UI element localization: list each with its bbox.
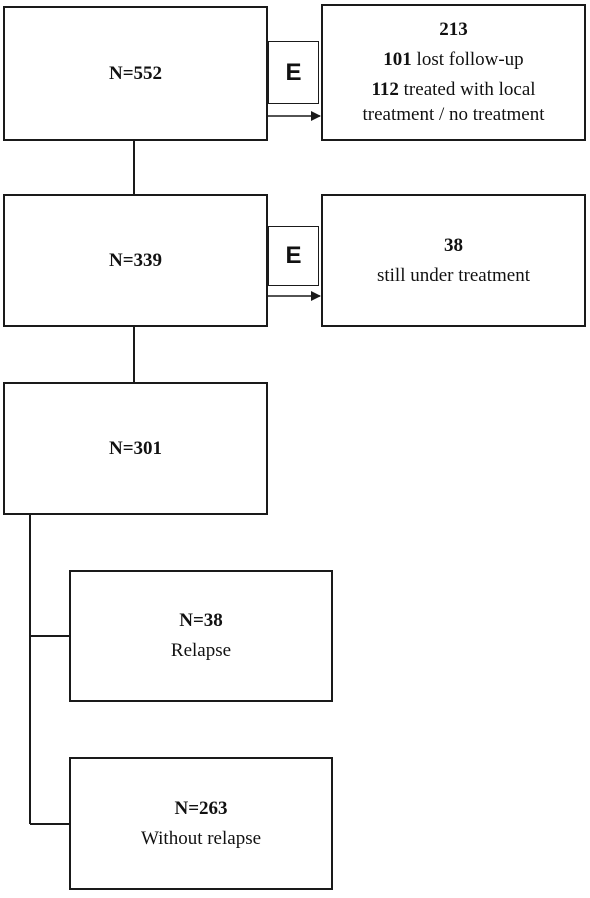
exclusion-2-text: still under treatment bbox=[376, 264, 530, 286]
exclusion-marker-1-label: E bbox=[285, 58, 302, 86]
exclusion-box-2: 38 still under treatment bbox=[321, 194, 586, 327]
outcome-no-relapse-box: N=263 Without relapse bbox=[69, 757, 333, 890]
exclusion-2-count: 38 bbox=[444, 234, 463, 256]
exclusion-1-local-text-2: treatment / no treatment bbox=[362, 104, 545, 126]
box-total-patients: N=552 bbox=[3, 6, 268, 141]
outcome-relapse-label: N=38 bbox=[179, 610, 223, 632]
outcome-relapse-box: N=38 Relapse bbox=[69, 570, 333, 702]
exclusion-1-local-count: 112 bbox=[371, 78, 399, 100]
exclusion-marker-2-label: E bbox=[285, 242, 302, 269]
box-339-label: N=339 bbox=[108, 249, 163, 271]
exclusion-marker-2: E bbox=[268, 226, 319, 286]
exclusion-1-lost-line: 101 lost follow-up bbox=[383, 47, 523, 73]
exclusion-marker-1: E bbox=[268, 41, 319, 104]
box-301-label: N=301 bbox=[108, 437, 163, 459]
outcome-relapse-text: Relapse bbox=[170, 640, 232, 661]
exclusion-1-total: 213 bbox=[439, 19, 468, 41]
exclusion-1-lost-text: lost follow-up bbox=[416, 48, 524, 70]
box-after-first-exclusion: N=339 bbox=[3, 194, 268, 327]
box-total-label: N=552 bbox=[108, 62, 163, 84]
outcome-no-relapse-label: N=263 bbox=[174, 797, 228, 819]
exclusion-box-1: 213 101 lost follow-up 112 treated with … bbox=[321, 4, 586, 141]
exclusion-1-local-text-1: treated with local bbox=[403, 78, 536, 100]
exclusion-1-local-line: 112 treated with local bbox=[371, 77, 535, 103]
box-analyzed: N=301 bbox=[3, 382, 268, 515]
exclusion-1-lost-count: 101 bbox=[383, 48, 412, 70]
outcome-no-relapse-text: Without relapse bbox=[140, 827, 262, 849]
